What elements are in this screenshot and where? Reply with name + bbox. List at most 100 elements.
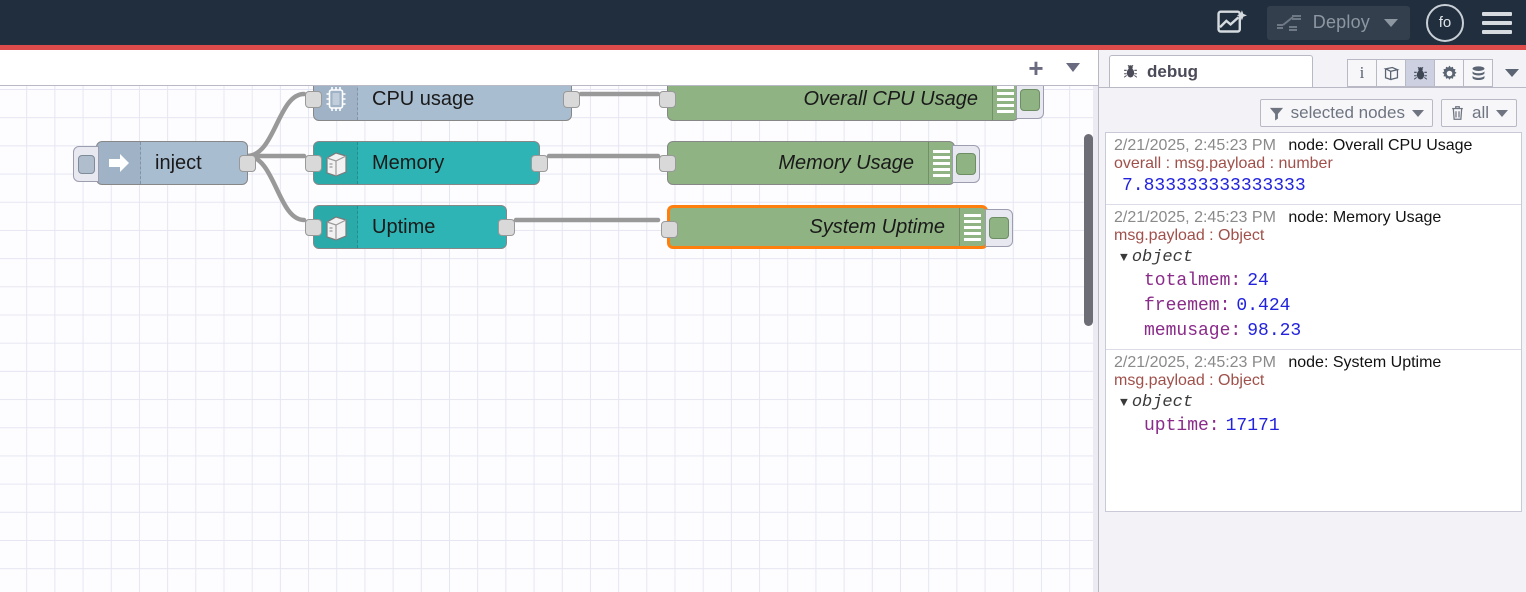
debug-toggle-inner [956,153,976,175]
debug-message-header: 2/21/2025, 2:45:23 PM node: Memory Usage [1114,209,1521,227]
bug-icon [1124,64,1137,78]
object-property: totalmem:24 [1114,268,1521,293]
debug-toggle-button[interactable] [985,209,1013,247]
sidebar-more-chevron-down-icon[interactable] [1505,69,1519,77]
node-memory-label: Memory [372,151,445,174]
top-header-bar: Deploy fo [0,0,1526,45]
sidebar-icon-buttons: i [1347,59,1526,87]
bug-icon[interactable] [1405,59,1435,87]
inject-trigger-inner [77,154,95,174]
flow-tab-list-chevron-down-icon[interactable] [1066,63,1080,72]
header-accent-line [0,45,1526,50]
arrow-right-icon [97,142,141,184]
debug-toggle-button[interactable] [952,145,980,183]
canvas-right-edge [1093,86,1098,592]
clear-chevron-down-icon[interactable] [1496,109,1508,117]
object-expand-toggle[interactable]: ▼object [1114,245,1521,268]
debug-message-source-node: node: System Uptime [1288,354,1442,371]
user-avatar[interactable]: fo [1426,3,1464,42]
debug-filter-row: selected nodes all [1099,96,1526,130]
object-property-key: memusage: [1144,321,1242,341]
debug-message[interactable]: 2/21/2025, 2:45:23 PM node: Memory Usage… [1106,205,1521,350]
debug-message[interactable]: 2/21/2025, 2:45:23 PM node: Overall CPU … [1106,133,1521,205]
flow-sparkle-icon[interactable] [1211,2,1253,44]
node-debug-overall-cpu-usage[interactable]: Overall CPU Usage [659,86,1044,121]
debug-toggle-button[interactable] [1016,86,1044,119]
object-label: object [1131,248,1194,267]
object-property-key: freemem: [1144,296,1231,316]
node-debug-memory-usage-label: Memory Usage [778,151,914,174]
object-property-value: 17171 [1225,416,1280,436]
debug-lines-icon [959,208,985,246]
info-icon[interactable]: i [1347,59,1377,87]
deploy-label: Deploy [1312,12,1370,32]
hamburger-menu-icon[interactable] [1482,7,1512,39]
node-debug-memory-usage[interactable]: Memory Usage [659,141,980,185]
port-input[interactable] [305,219,322,236]
help-book-icon[interactable] [1376,59,1406,87]
port-input[interactable] [659,155,676,172]
caret-down-icon: ▼ [1120,250,1128,265]
object-expand-toggle[interactable]: ▼object [1114,390,1521,413]
gear-icon[interactable] [1434,59,1464,87]
tab-debug[interactable]: debug [1109,55,1313,87]
node-debug-system-uptime-label: System Uptime [809,215,945,238]
object-property-key: uptime: [1144,416,1220,436]
node-cpu-usage[interactable]: CPU usage [305,86,580,121]
object-property-key: totalmem: [1144,271,1242,291]
filter-selected-nodes-button[interactable]: selected nodes [1259,99,1433,127]
debug-toggle-inner [1020,89,1040,111]
object-property-value: 98.23 [1247,321,1302,341]
port-input[interactable] [661,221,678,238]
object-label: object [1131,393,1194,412]
filter-chevron-down-icon[interactable] [1411,109,1424,117]
node-debug-system-uptime[interactable]: System Uptime [661,205,1013,249]
funnel-icon [1269,107,1283,121]
debug-message-source-node: node: Memory Usage [1288,209,1442,226]
add-flow-tab-button[interactable]: + [1028,52,1044,83]
sidebar-panel: debug i [1098,50,1526,592]
debug-message-topic: overall : msg.payload : number [1114,155,1333,172]
node-memory[interactable]: Memory [305,141,548,185]
node-debug-overall-cpu-usage-label: Overall CPU Usage [803,87,978,110]
debug-message-value: 7.833333333333333 [1122,176,1306,196]
clear-all-button[interactable]: all [1440,99,1517,127]
port-input[interactable] [305,155,322,172]
port-output[interactable] [563,91,580,108]
filter-selected-nodes-label: selected nodes [1290,103,1405,122]
canvas-vertical-scrollbar[interactable] [1084,134,1093,326]
flow-canvas[interactable]: inject [0,86,1098,592]
debug-message-header: 2/21/2025, 2:45:23 PM node: System Uptim… [1114,354,1521,372]
debug-message-list[interactable]: 2/21/2025, 2:45:23 PM node: Overall CPU … [1105,132,1522,512]
debug-lines-icon [928,142,954,184]
deploy-chevron-down-icon[interactable] [1384,18,1398,27]
node-inject[interactable]: inject [73,141,256,185]
debug-message[interactable]: 2/21/2025, 2:45:23 PM node: System Uptim… [1106,350,1521,444]
debug-message-source-node: node: Overall CPU Usage [1288,137,1473,154]
server-box-icon [314,206,358,248]
object-property: memusage:98.23 [1114,318,1521,343]
debug-message-timestamp: 2/21/2025, 2:45:23 PM [1114,354,1276,371]
deploy-icon [1276,14,1301,31]
trash-icon [1452,106,1463,120]
debug-message-timestamp: 2/21/2025, 2:45:23 PM [1114,137,1276,154]
inject-trigger-button[interactable] [73,146,99,182]
flow-canvas-area: + [0,50,1098,592]
object-property: uptime:17171 [1114,413,1521,438]
port-output[interactable] [498,219,515,236]
port-output[interactable] [239,155,256,172]
deploy-button[interactable]: Deploy [1266,5,1410,40]
context-data-icon[interactable] [1463,59,1493,87]
debug-lines-icon [992,86,1018,120]
node-uptime-label: Uptime [372,215,436,238]
chip-icon [314,86,358,120]
port-input[interactable] [305,91,322,108]
node-uptime[interactable]: Uptime [305,205,515,249]
port-output[interactable] [531,155,548,172]
debug-message-topic: msg.payload : Object [1114,227,1265,244]
flow-tab-bar: + [0,50,1098,86]
server-box-icon [314,142,358,184]
port-input[interactable] [659,91,676,108]
clear-all-label: all [1471,103,1489,122]
